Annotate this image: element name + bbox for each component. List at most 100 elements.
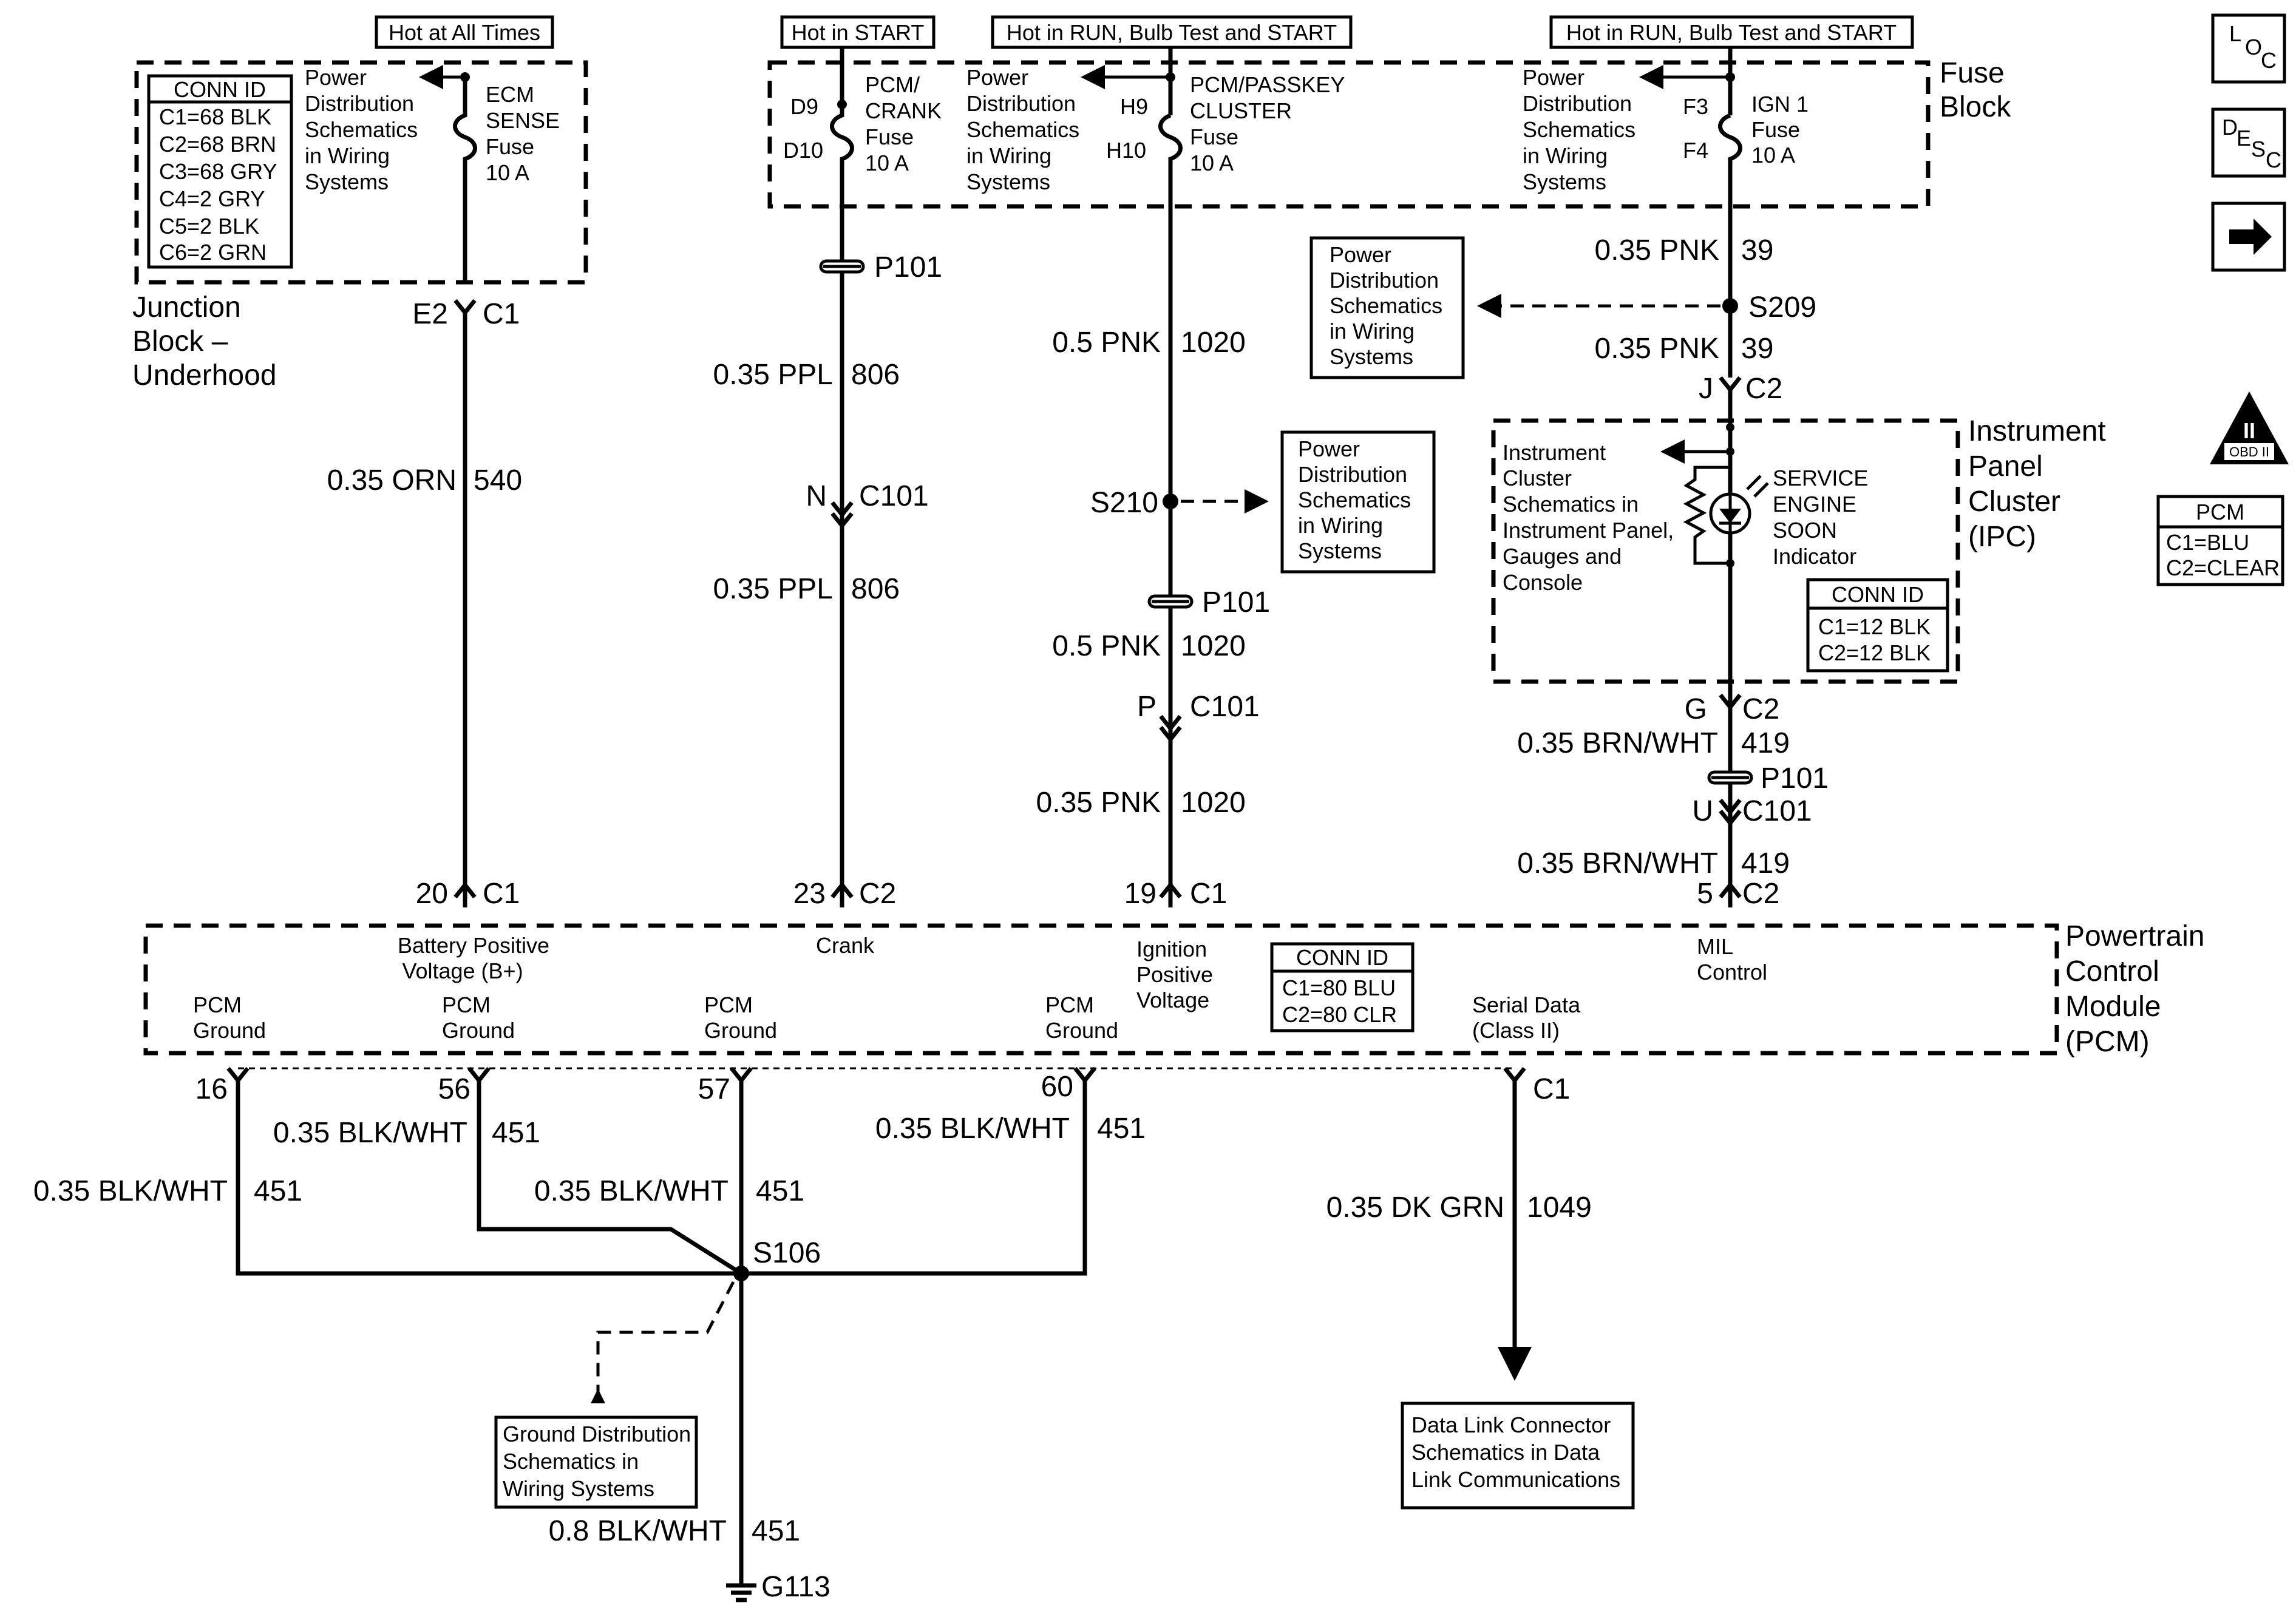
- svg-text:Module: Module: [2065, 991, 2161, 1023]
- splice-s209: [1722, 298, 1738, 314]
- connector-c101-ign: [1159, 714, 1182, 743]
- pcm-ground-label-57: PCM Ground: [704, 992, 777, 1043]
- header-label-hot-run-bulb-start-ign: Hot in RUN, Bulb Test and START: [1549, 15, 1914, 49]
- svg-text:10 A: 10 A: [865, 151, 909, 175]
- svg-text:D9: D9: [790, 94, 818, 119]
- header-label-hot-in-start: Hot in START: [780, 15, 936, 49]
- svg-text:C2=12 BLK: C2=12 BLK: [1818, 640, 1931, 665]
- pcm-pin-60: 60: [1041, 1071, 1073, 1103]
- splice-s210: [1163, 493, 1178, 509]
- wire-451-pin16: [236, 1080, 741, 1276]
- ign-power-ref: Power Distribution Schematics in Wiring …: [1523, 65, 1635, 194]
- svg-text:Voltage: Voltage: [1136, 988, 1209, 1012]
- svg-text:Instrument: Instrument: [1503, 440, 1606, 465]
- svg-text:C4=2 GRY: C4=2 GRY: [159, 186, 265, 211]
- ipc-boundary: [1491, 418, 1960, 684]
- svg-text:C1=BLU: C1=BLU: [2166, 530, 2249, 555]
- wire-label-1020-b: 0.5 PNK: [1052, 630, 1161, 662]
- ground-pin-connectors: [226, 1066, 1526, 1084]
- pcm-conn-c1-serial: C1: [1533, 1073, 1570, 1105]
- ipc-pin-g: G: [1685, 693, 1707, 725]
- wire-451-pin60: [741, 1080, 1087, 1276]
- c101-pin-p: P: [1137, 691, 1156, 723]
- circuit-number-451-main: 451: [752, 1515, 800, 1547]
- c101-pin-n: N: [806, 480, 827, 512]
- svg-text:P101: P101: [1761, 762, 1829, 795]
- circuit-number-540: 540: [474, 464, 522, 497]
- desc-icon[interactable]: D E S C: [2211, 107, 2286, 178]
- svg-text:Serial Data: Serial Data: [1472, 992, 1581, 1017]
- circuit-number-806-lower: 806: [851, 573, 900, 605]
- svg-text:Fuse: Fuse: [1190, 124, 1238, 149]
- pcm-crank-label: Crank: [816, 933, 875, 958]
- ign-1-fuse: F3 F4 IGN 1 Fuse 10 A: [1683, 49, 1809, 170]
- svg-text:Systems: Systems: [966, 169, 1050, 194]
- svg-text:F4: F4: [1683, 138, 1708, 163]
- svg-text:CONN ID: CONN ID: [174, 77, 266, 102]
- connector-j-c2: [1719, 376, 1742, 393]
- splice-label-s106: S106: [753, 1237, 821, 1269]
- wire-label-451-main: 0.8 BLK/WHT: [549, 1515, 727, 1547]
- svg-text:Power: Power: [966, 65, 1028, 90]
- svg-text:(Class II): (Class II): [1472, 1018, 1560, 1043]
- junction-block-name: Junction Block – Underhood: [132, 291, 277, 392]
- pcm-crank-fuse: D9 D10 PCM/ CRANK Fuse 10 A: [783, 49, 942, 261]
- wire-label-39-lower: 0.35 PNK: [1595, 333, 1719, 365]
- splice-label-s209: S209: [1748, 291, 1816, 324]
- ipc-ref: Instrument Cluster Schematics in Instrum…: [1503, 440, 1674, 595]
- wire-label-1020-a: 0.5 PNK: [1052, 327, 1161, 359]
- svg-text:Underhood: Underhood: [132, 359, 277, 392]
- svg-text:Schematics in Data: Schematics in Data: [1411, 1440, 1600, 1465]
- svg-text:C: C: [2266, 147, 2281, 172]
- svg-text:10 A: 10 A: [486, 160, 529, 185]
- data-link-connector-ref-box: Data Link Connector Schematics in Data L…: [1401, 1402, 1635, 1510]
- svg-text:(PCM): (PCM): [2065, 1026, 2150, 1058]
- connector-name-c1: C1: [483, 298, 520, 330]
- pcm-conn-c1-b-plus: C1: [483, 878, 520, 910]
- connector-e2-c1: [453, 299, 477, 316]
- svg-text:Data Link Connector: Data Link Connector: [1411, 1412, 1611, 1437]
- wire-label-1020-c: 0.35 PNK: [1036, 787, 1161, 819]
- svg-text:Schematics: Schematics: [1298, 487, 1411, 512]
- svg-text:in Wiring: in Wiring: [966, 143, 1051, 168]
- svg-text:Ground: Ground: [193, 1018, 266, 1043]
- loc-icon[interactable]: L O C: [2211, 13, 2286, 84]
- svg-text:PCM: PCM: [2196, 500, 2244, 524]
- svg-text:Control: Control: [1697, 960, 1767, 985]
- ground-distribution-ref-box: Ground Distribution Schematics in Wiring…: [494, 1415, 698, 1509]
- circuit-number-451-pin60: 451: [1097, 1113, 1146, 1145]
- svg-text:H9: H9: [1120, 94, 1148, 119]
- ipc-conn-c2-out: C2: [1742, 693, 1779, 725]
- svg-text:Hot in RUN, Bulb Test and STAR: Hot in RUN, Bulb Test and START: [1566, 20, 1897, 45]
- ground-icon: [726, 1583, 756, 1602]
- circuit-number-419-lower: 419: [1741, 847, 1790, 880]
- svg-text:P101: P101: [1202, 586, 1270, 619]
- pcm-pin-56: 56: [438, 1073, 470, 1105]
- wire-label-451-pin60: 0.35 BLK/WHT: [875, 1113, 1070, 1145]
- pcm-ground-label-60: PCM Ground: [1045, 992, 1118, 1043]
- pcm-pin-5: 5: [1697, 878, 1713, 910]
- pcm-ground-label-56: PCM Ground: [442, 992, 515, 1043]
- service-engine-soon-indicator: [1683, 466, 1769, 565]
- circuit-number-451-pin56: 451: [492, 1117, 540, 1149]
- pcm-conn-c2-crank: C2: [859, 878, 896, 910]
- s106-ref-line: [596, 1281, 735, 1396]
- svg-text:(IPC): (IPC): [1968, 521, 2036, 553]
- svg-text:Powertrain: Powertrain: [2065, 920, 2204, 952]
- c101-crank-label: C101: [859, 480, 929, 512]
- circuit-number-1020-c: 1020: [1181, 787, 1246, 819]
- svg-text:Power: Power: [1330, 242, 1391, 267]
- svg-text:Fuse: Fuse: [486, 134, 534, 159]
- next-arrow-icon[interactable]: [2211, 202, 2286, 272]
- svg-text:Hot at All Times: Hot at All Times: [389, 20, 540, 45]
- svg-text:C2=68 BRN: C2=68 BRN: [159, 132, 276, 157]
- svg-text:Distribution: Distribution: [1330, 268, 1439, 293]
- svg-text:in Wiring: in Wiring: [305, 143, 390, 168]
- svg-text:Schematics in: Schematics in: [503, 1449, 639, 1474]
- svg-text:Distribution: Distribution: [1298, 462, 1407, 487]
- cluster-power-ref: Power Distribution Schematics in Wiring …: [966, 65, 1079, 194]
- svg-text:P101: P101: [874, 251, 942, 283]
- svg-text:Ground: Ground: [704, 1018, 777, 1043]
- svg-text:O: O: [2245, 35, 2262, 59]
- wire-label-806-upper: 0.35 PPL: [713, 359, 833, 391]
